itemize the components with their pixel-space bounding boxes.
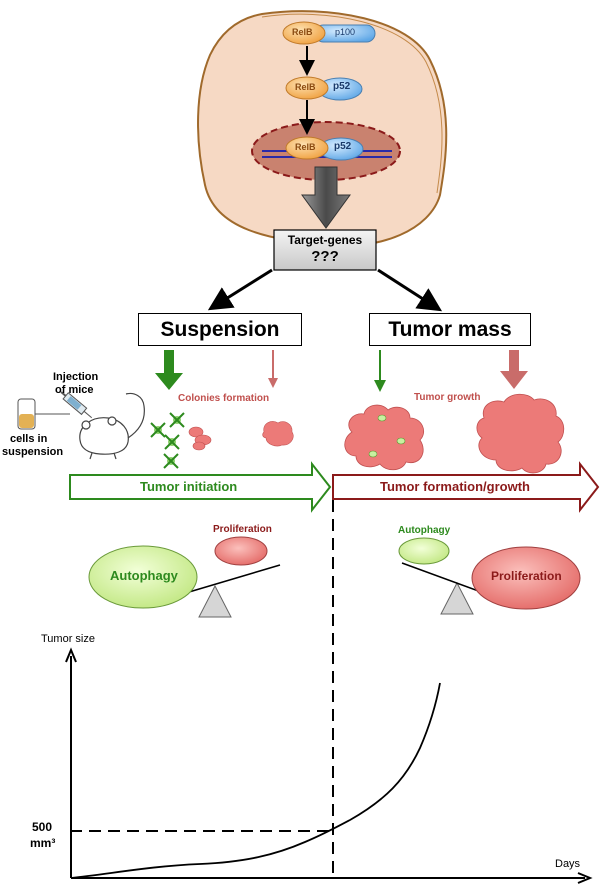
injection-illustration (17, 391, 145, 460)
balance-right (398, 537, 581, 615)
target-genes-box (273, 229, 377, 271)
cells-label-2: suspension (2, 446, 64, 458)
graph-x-label: Days (555, 858, 581, 870)
thin-pink-arrow (268, 350, 278, 388)
tumor-formation-arrow (332, 461, 600, 513)
autophagy-weight-left (88, 545, 198, 609)
injection-label-2: of mice (55, 384, 94, 396)
dead-cell-4 (163, 453, 179, 469)
fulcrum-left (198, 584, 232, 618)
thin-green-arrow (374, 350, 386, 392)
relb-label-mid: RelB (295, 82, 316, 92)
mouse-icon (79, 392, 145, 460)
target-genes-unknown: ??? (311, 248, 339, 265)
arrow-to-tumor-mass (377, 268, 443, 312)
tumor-formation-label: Tumor formation/growth (380, 479, 530, 494)
cell (197, 10, 448, 247)
dead-cell-3 (164, 434, 180, 450)
autophagy-label-right: Autophagy (398, 525, 451, 536)
growth-graph (65, 647, 593, 884)
cells-label-1: cells in (10, 433, 48, 445)
growth-curve (70, 682, 441, 879)
tumor-medium (344, 404, 424, 471)
autophagy-weight-right (398, 537, 450, 565)
fulcrum-right (440, 581, 474, 615)
arrow-to-suspension (207, 268, 273, 311)
p52-label-mid: p52 (333, 81, 351, 92)
autophagy-label-left: Autophagy (110, 568, 178, 583)
tumor-mass-box: Tumor mass (369, 313, 531, 346)
proliferation-label-left: Proliferation (213, 524, 272, 535)
balance-left (88, 536, 281, 618)
colonies-illustration (150, 412, 294, 469)
dead-cell-2 (169, 412, 185, 428)
proliferation-weight-left (214, 536, 268, 566)
tumor-initiation-label: Tumor initiation (140, 479, 238, 494)
threshold-unit: mm³ (30, 836, 56, 850)
p52-label-nuclear: p52 (334, 141, 352, 152)
graph-y-label: Tumor size (41, 633, 95, 645)
p100-label: p100 (335, 27, 356, 37)
big-down-arrow (301, 166, 351, 229)
tumor-initiation-arrow (69, 461, 332, 513)
threshold-value: 500 (32, 820, 53, 834)
tumor-large (476, 393, 565, 474)
thick-green-arrow (155, 350, 183, 390)
suspension-box: Suspension (138, 313, 302, 346)
relb-label-nuclear: RelB (295, 142, 316, 152)
colonies-formation-label: Colonies formation (178, 393, 270, 404)
proliferation-label-right: Proliferation (491, 569, 562, 583)
injection-label-1: Injection (53, 371, 99, 383)
small-colony (262, 421, 294, 447)
dead-cell-1 (150, 422, 166, 438)
syringe-icon (60, 391, 93, 419)
target-genes-label: Target-genes (287, 233, 363, 247)
thick-pink-arrow (500, 350, 528, 389)
relb-label-top: RelB (292, 27, 313, 37)
proliferation-weight-right (471, 546, 581, 610)
tumor-growth-label: Tumor growth (414, 392, 481, 403)
